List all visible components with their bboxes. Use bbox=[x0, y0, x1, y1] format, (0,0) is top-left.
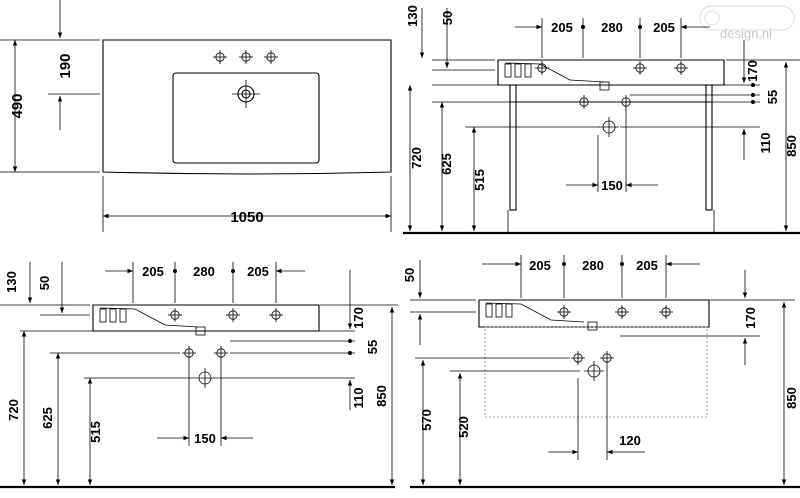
watermark-text: design.nl bbox=[720, 26, 772, 41]
frame-waste-pipe-icon bbox=[598, 116, 620, 138]
furniture-cabinet-outline bbox=[484, 326, 708, 418]
dim-frame-rim-offset: 130 bbox=[405, 5, 420, 27]
dim-wall-overall-height: 850 bbox=[374, 385, 389, 407]
dim-wall-waste-drop: 110 bbox=[351, 388, 366, 409]
dim-tap-offset-top: 190 bbox=[57, 53, 74, 78]
dim-wall-deck: 50 bbox=[37, 276, 52, 290]
top-view: 190 490 1050 bbox=[0, 0, 392, 232]
frame-leg-right bbox=[705, 84, 713, 211]
frame-leg-left bbox=[509, 84, 517, 211]
dim-width-top: 1050 bbox=[230, 209, 263, 226]
dim-frame-outlet-gap: 55 bbox=[765, 90, 780, 104]
tap-hole-left-icon bbox=[212, 49, 228, 65]
furniture-basin-outline bbox=[478, 299, 710, 328]
dim-furniture-overall-height: 850 bbox=[784, 387, 799, 409]
drain-icon bbox=[232, 80, 260, 108]
dim-furniture-waste-height: 520 bbox=[456, 416, 471, 438]
dim-wall-trap-height: 515 bbox=[88, 421, 103, 443]
dim-frame-tap-center-middle: 280 bbox=[601, 20, 623, 35]
dim-wall-tap-center-right: 205 bbox=[247, 264, 269, 279]
dim-depth-top: 490 bbox=[9, 93, 26, 118]
dim-wall-frame-height: 720 bbox=[6, 399, 21, 421]
front-view-wall: 205 280 205 130 50 170 55 110 850 720 62… bbox=[0, 262, 398, 489]
dim-frame-frame-height: 720 bbox=[409, 147, 424, 169]
wall-basin-inner bbox=[99, 307, 199, 328]
dim-frame-overall-height: 850 bbox=[784, 135, 799, 157]
dim-wall-basin-height: 170 bbox=[351, 307, 366, 329]
dim-wall-tap-center-middle: 280 bbox=[193, 264, 215, 279]
frame-basin-inner bbox=[504, 62, 605, 83]
basin-bowl bbox=[172, 72, 320, 164]
dim-frame-waste-drop: 110 bbox=[758, 133, 773, 154]
dim-furniture-tap-center-middle: 280 bbox=[582, 258, 604, 273]
dim-frame-waste-spacing: 150 bbox=[601, 178, 623, 193]
dim-frame-tap-center-left: 205 bbox=[551, 20, 573, 35]
dim-wall-rim-offset: 130 bbox=[4, 271, 19, 293]
front-view-furniture: 205 280 205 50 170 850 570 520 120 bbox=[402, 255, 800, 489]
dim-frame-basin-height: 170 bbox=[745, 60, 760, 82]
dim-frame-deck: 50 bbox=[440, 11, 455, 25]
dim-furniture-waste-spacing: 120 bbox=[619, 433, 641, 448]
dim-frame-trap-height: 515 bbox=[472, 169, 487, 191]
dim-furniture-basin-height: 170 bbox=[743, 307, 758, 329]
watermark-logo: design.nl bbox=[699, 5, 795, 41]
tap-hole-center-icon bbox=[238, 49, 254, 65]
dim-frame-tap-center-right: 205 bbox=[653, 20, 675, 35]
dim-wall-waste-height: 625 bbox=[40, 407, 55, 429]
tap-hole-right-icon bbox=[263, 49, 279, 65]
dim-furniture-tap-center-left: 205 bbox=[529, 258, 551, 273]
dim-wall-outlet-gap: 55 bbox=[365, 340, 380, 354]
front-view-frame: 205 280 205 130 50 170 55 110 850 720 62… bbox=[403, 5, 800, 235]
furniture-waste-pipe-icon bbox=[583, 360, 605, 382]
wall-waste-pipe-icon bbox=[194, 367, 216, 389]
dim-furniture-tap-center-right: 205 bbox=[636, 258, 658, 273]
dim-furniture-supply-height: 570 bbox=[419, 409, 434, 431]
dim-frame-waste-height: 625 bbox=[439, 153, 454, 175]
dim-wall-tap-center-left: 205 bbox=[142, 264, 164, 279]
top-view-outline bbox=[102, 39, 392, 175]
furniture-basin-inner bbox=[485, 302, 585, 323]
dim-wall-waste-spacing: 150 bbox=[194, 431, 216, 446]
dim-furniture-deck: 50 bbox=[402, 268, 417, 282]
